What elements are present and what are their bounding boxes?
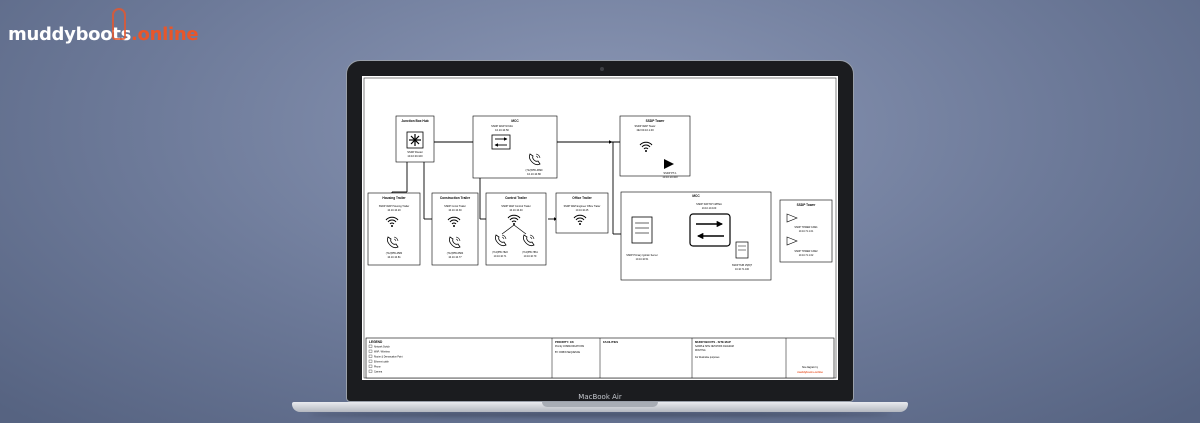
- camera-icon: [786, 213, 798, 223]
- housing-title: Housing Trailer: [382, 196, 406, 200]
- mcc-top-title: MCC: [511, 119, 519, 123]
- construction-phone: (712)555-6584: [447, 252, 464, 255]
- node-tower-top: SSDP Tower SSDP WAP Tower 192.60.10.1.00…: [619, 115, 691, 179]
- housing-ip: 10.10.10.20: [387, 209, 401, 212]
- mcc-main-device: SSDP SWITCH 48TEA: [696, 203, 722, 206]
- tower-top-cam-ip: 10.10.10.100: [662, 175, 678, 179]
- facilities-title: FACILITIES: [603, 340, 618, 344]
- control-phone-2: (712)555-7861: [522, 251, 538, 254]
- control-phone-1-ip: 10.10.10.71: [494, 255, 507, 258]
- priority-title: PRIORITY: 1/8: [555, 340, 574, 344]
- laptop-shadow: [310, 412, 890, 417]
- legend-list: Network Switch WAP / Wireless Router & D…: [368, 344, 403, 374]
- switch-arrows-icon: [494, 137, 508, 147]
- site-map-line-2: ROUTING: [695, 350, 706, 352]
- construction-device: SSDP Const Trailer: [444, 205, 466, 208]
- switch-icon: [491, 134, 511, 150]
- mcc-main-server-ip: 10.10.10.51: [636, 258, 649, 261]
- office-title: Office Trailer: [572, 196, 592, 200]
- legend-item: Phone: [374, 367, 381, 369]
- node-mcc-main: MCC SSDP SWITCH 48TEA 10.10.10.100 SSDP …: [620, 191, 772, 281]
- legend-item: Network Switch: [374, 346, 391, 349]
- legend-item: WAP / Wireless: [374, 351, 391, 354]
- node-housing-trailer: Housing Trailer SSDP WAP Housing Trailer…: [367, 192, 421, 266]
- junction-title: Junction Box Hub: [401, 119, 428, 123]
- credit-brand: muddyboots.online: [797, 370, 823, 374]
- construction-title: Construction Trailer: [440, 196, 471, 200]
- camera-icon: [786, 236, 798, 246]
- node-office-trailer: Office Trailer SSDP WAP Engineer Office …: [555, 192, 609, 234]
- router-star-icon: [409, 134, 421, 146]
- core-switch-icon: [689, 213, 731, 247]
- node-mcc-top: MCC SSDP WAP NX/4A 10.10.10.50 (712)555-…: [472, 115, 558, 179]
- laptop-model-label: MacBook Air: [578, 393, 622, 401]
- mcc-top-ip: 10.10.10.50: [495, 128, 509, 132]
- tower-right-cam1: SSDP TOWER CAM1: [794, 226, 818, 229]
- mcc-main-ip: 10.10.10.100: [702, 207, 717, 210]
- node-control-trailer: Control Trailer SSDP WAP Control Trailer…: [485, 192, 547, 266]
- credit-line: Site diagram by: [802, 366, 819, 369]
- laptop-base: [292, 402, 908, 412]
- legend-item: Ethernet cable: [374, 361, 390, 364]
- control-phone-1: (712)555-7822: [492, 251, 508, 254]
- tower-top-device: SSDP WAP Tower: [634, 124, 655, 128]
- laptop-notch: [542, 402, 658, 407]
- priority-line-2: BY: ROBIN SEQUENCE: [555, 352, 580, 354]
- tower-right-cam2: SSDP TOWER CAM2: [794, 250, 818, 253]
- construction-ip: 10.10.10.30: [448, 209, 462, 212]
- housing-device: SSDP WAP Housing Trailer: [379, 205, 410, 208]
- boot-print-icon: [112, 8, 126, 40]
- office-ip: 10.10.10.25: [576, 209, 589, 212]
- site-map-title: MUDDYBOOTS - SITE MAP: [695, 340, 731, 344]
- mcc-main-sub-ip: 10.10.71.100: [735, 268, 750, 271]
- legend-item: Router & Demarcation Point: [374, 356, 403, 359]
- mcc-main-server: SSDP Primary Ignition Server: [626, 254, 658, 257]
- tower-right-title: SSDP Tower: [797, 203, 816, 207]
- priority-line-1: Priority COMMUNICATIONS: [555, 345, 585, 348]
- site-map-line-1: SAMPLE SITE NETWORK DIAGRAM: [695, 345, 734, 348]
- node-construction-trailer: Construction Trailer SSDP Const Trailer …: [431, 192, 479, 266]
- node-junction-box: Junction Box Hub SSDP Router 10.10.30.10…: [395, 115, 435, 163]
- control-phone-2-ip: 10.10.10.79: [524, 255, 537, 258]
- camera-icon: [664, 159, 674, 169]
- tower-top-ip: 192.60.10.1.00: [636, 128, 654, 132]
- camera-icon: [600, 67, 604, 71]
- brand-logo: muddyboots.online: [8, 24, 199, 45]
- laptop-screen: Junction Box Hub SSDP Router 10.10.30.10…: [362, 76, 838, 380]
- title-block: LEGEND Network Switch WAP / Wireless Rou…: [365, 337, 835, 379]
- brand-name: muddyboots: [8, 24, 132, 45]
- tower-top-title: SSDP Tower: [646, 119, 665, 123]
- mcc-main-title: MCC: [692, 194, 700, 198]
- mcc-main-sub: SSDP HUB 15(B)T: [732, 264, 753, 267]
- legend-item: Camera: [374, 371, 383, 374]
- construction-phone-ip: 10.10.10.77: [448, 256, 462, 259]
- tower-top-cam: SSDP PT-1: [663, 171, 677, 175]
- server-icon: [631, 216, 653, 244]
- node-tower-right: SSDP Tower SSDP TOWER CAM1 10.10.71.1.01…: [779, 199, 833, 263]
- housing-phone: (712)555-4580: [386, 252, 403, 255]
- mcc-top-phone-ip: 10.10.10.80: [527, 172, 541, 176]
- control-ip: 10.10.10.40: [509, 209, 523, 212]
- housing-phone-ip: 10.10.10.81: [387, 256, 401, 259]
- control-device: SSDP WAP Control Trailer: [501, 205, 531, 208]
- site-map-line-3: For illustrative purposes: [695, 356, 720, 359]
- legend-title: LEGEND: [369, 340, 383, 344]
- junction-ip: 10.10.30.100: [407, 154, 423, 158]
- tower-right-cam2-ip: 10.10.71.1.02: [799, 254, 814, 257]
- office-device: SSDP WAP Engineer Office Trailer: [564, 205, 601, 208]
- core-switch-arrows-icon: [696, 220, 724, 240]
- mcc-top-device: SSDP WAP NX/4A: [491, 124, 513, 128]
- mcc-top-phone: (712)555-4890: [525, 168, 543, 172]
- control-title: Control Trailer: [505, 196, 528, 200]
- junction-device: SSDP Router: [407, 150, 423, 154]
- brand-suffix: .online: [131, 24, 199, 45]
- network-diagram: Junction Box Hub SSDP Router 10.10.30.10…: [363, 77, 837, 379]
- tower-right-cam1-ip: 10.10.71.1.01: [799, 230, 814, 233]
